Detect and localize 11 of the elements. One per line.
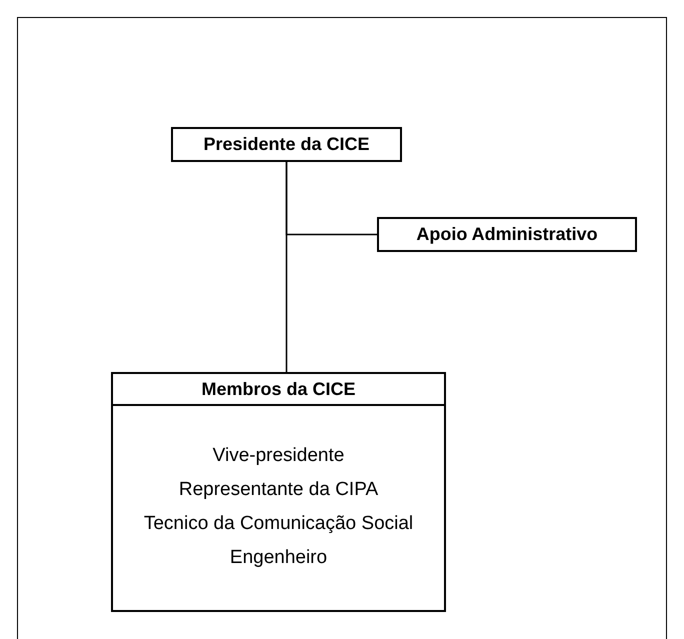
box-heading: Membros da CICE [200,378,357,401]
member-role-text: Representante da CIPA [178,479,378,500]
title-box [377,217,637,252]
member-role-text: Engenheiro [230,547,328,568]
member-role-text: Vive-presidente [212,445,344,466]
member-role-text: Tecnico da Comunicação Social [144,513,414,534]
title-box [171,127,402,162]
box-heading: Presidente da CICE [202,133,371,156]
group-box [111,372,446,612]
box-heading: Apoio Administrativo [415,223,599,246]
connector-line [286,162,288,372]
